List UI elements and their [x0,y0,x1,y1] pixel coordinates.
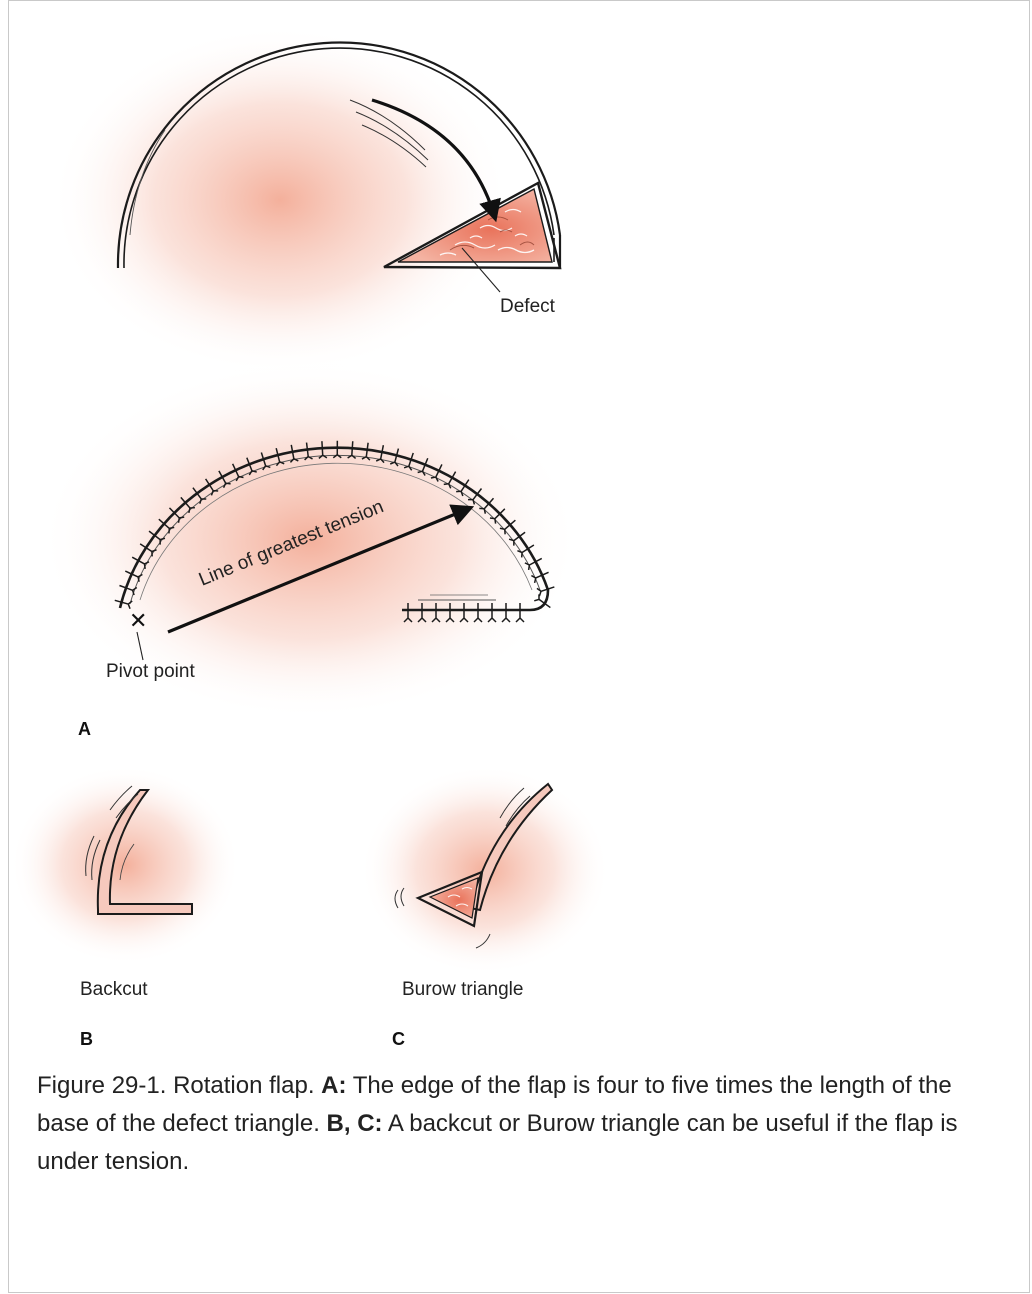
suture-stitch [231,463,244,482]
suture-stitch [246,457,257,476]
suture-stitch [347,441,357,460]
suture-stitch [417,603,427,623]
suture-stitch [431,603,441,623]
suture-stitch [375,445,385,464]
suture-stitch [158,518,175,534]
suture-stitch [403,452,414,471]
suture-stitch [417,457,429,476]
suture-stitch [445,603,455,623]
suture-stitch [515,603,525,623]
suture-stitch [124,570,143,582]
suture-stitch [119,584,138,596]
rotation-arrow [371,98,501,223]
suture-stitch [260,452,271,471]
suture-stitch [139,543,157,557]
suture-stitch [489,508,506,524]
suture-stitch [204,478,219,496]
pivot-x-mark: ✕ [129,609,147,634]
suture-stitch [430,464,443,482]
suture-stitch [456,479,470,497]
flap-incision-arc-inner [123,47,555,269]
flap-incision-arc-outer [116,41,562,269]
burow-triangle-outer [415,870,484,928]
suture-stitch [318,441,328,459]
flap-top-illustration: Defect [50,25,562,375]
suture-stitches [114,440,555,623]
suture-stitch [148,530,166,545]
defect-triangle-fill [397,187,553,263]
suture-stitch [534,594,551,609]
suture-stitch [403,603,413,623]
suture-stitch [517,544,535,558]
suture-stitch [459,603,469,623]
caption-bc-label: B, C: [326,1110,383,1137]
suture-stitch [524,557,543,571]
backcut-label: Backcut [80,979,148,1000]
suture-stitch [289,444,299,463]
suture-stitch [501,603,511,623]
defect-label: Defect [500,296,556,317]
skin-glow-top [50,25,510,375]
suture-stitch [361,442,371,461]
defect-triangle-outer [383,181,562,270]
flap-sutured-illustration: Line of greatest tension ✕ Pivot point A [40,360,580,739]
suture-stitch [468,488,483,505]
caption-prefix: Figure 29-1. Rotation flap. [37,1072,322,1099]
caption-a-label: A: [321,1072,347,1099]
tension-arrow [167,504,475,634]
suture-stitch [531,571,549,584]
suture-stitch [131,556,150,569]
sutured-flap-edge [118,446,550,612]
backcut-illustration: Backcut B [10,765,240,1049]
suture-stitch [114,599,133,609]
backcut-flap [96,789,193,915]
suture-stitch [499,519,516,535]
suture-stitch [332,440,342,459]
suture-stitch [168,507,185,523]
suture-stitch [218,470,231,489]
panel-a-label: A [78,719,91,739]
panel-c-label: C [392,1029,405,1049]
suture-stitch [443,471,457,489]
suture-stitch [479,497,495,514]
suture-stitch [275,448,285,467]
suture-stitch [192,487,207,504]
skin-glow-backcut [10,765,240,965]
rotation-flap-diagram: Defect Line of greatest tension ✕ Pivot … [10,25,610,1049]
panel-b-label: B [80,1029,93,1049]
burow-triangle-label: Burow triangle [402,979,523,1000]
suture-stitch [304,442,313,461]
caption-a-text: The edge of the flap is four to five tim… [37,1072,952,1137]
suture-stitch [473,603,483,623]
suture-stitch [389,448,400,467]
burow-triangle-illustration: Burow triangle C [360,765,610,1049]
caption-bc-text: A backcut or Burow triangle can be usefu… [37,1110,958,1175]
suture-stitch [180,496,195,514]
figure-caption: Figure 29-1. Rotation flap. A: The edge … [37,1067,997,1181]
suture-stitch [508,531,526,546]
suture-stitch [487,603,497,623]
pivot-point-label: Pivot point [106,661,195,682]
